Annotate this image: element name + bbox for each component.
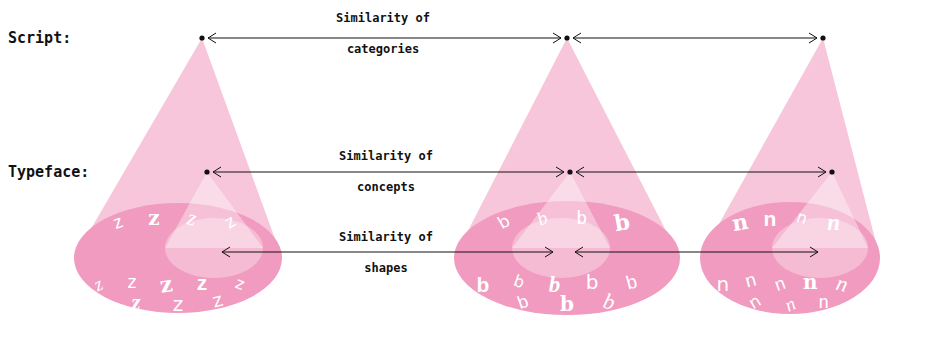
glyph-sample: z: [148, 208, 159, 228]
apex-dot: [199, 35, 204, 40]
apex-dot: [829, 169, 834, 174]
similarity-label: Similarity of categories: [323, 3, 443, 65]
glyph-sample: b: [549, 273, 561, 296]
apex-dot: [820, 35, 825, 40]
glyph-sample: b: [612, 210, 631, 234]
glyph-sample: n: [818, 293, 829, 311]
glyph-sample: b: [576, 209, 587, 227]
similarity-label: Similarity of concepts: [326, 141, 446, 203]
script-base: [74, 203, 282, 313]
glyph-sample: b: [560, 294, 574, 314]
level-label: Script:: [8, 29, 71, 47]
typeface-base: [512, 218, 610, 278]
glyph-sample: b: [586, 272, 599, 292]
glyph-sample: z: [197, 272, 208, 293]
glyph-sample: n: [730, 210, 750, 234]
apex-dot: [567, 169, 572, 174]
glyph-sample: z: [173, 294, 184, 314]
glyph-sample: n: [803, 272, 818, 292]
similarity-label: Similarity of shapes: [326, 222, 446, 284]
glyph-sample: z: [127, 273, 138, 291]
glyph-sample: n: [827, 211, 840, 234]
level-label: Typeface:: [8, 163, 89, 181]
glyph-sample: z: [132, 291, 141, 314]
apex-dot: [564, 35, 569, 40]
similarity-arrows: [208, 33, 826, 257]
glyph-sample: n: [763, 208, 776, 229]
glyph-sample: b: [477, 274, 490, 295]
typeface-base: [772, 218, 868, 278]
glyph-sample: n: [716, 274, 729, 294]
typeface-base: [165, 218, 263, 278]
apex-dot: [204, 169, 209, 174]
